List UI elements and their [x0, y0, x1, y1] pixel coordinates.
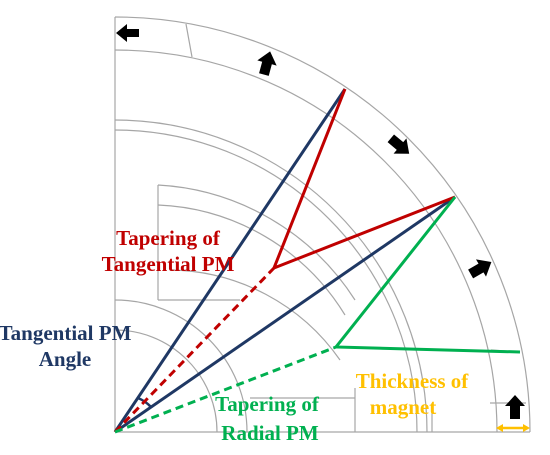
pocket-outer-arc: [157, 184, 356, 301]
shaft-arc: [114, 329, 218, 433]
label-tapering-radial-1: Tapering of: [215, 392, 320, 416]
angle-line-lower: [114, 195, 456, 434]
radial-pm-dashed-axis: [114, 345, 337, 434]
magnetization-arrows: [116, 24, 525, 419]
label-tapering-tangential-2: Tangential PM: [102, 252, 235, 276]
motor-geometry: [114, 16, 531, 433]
shaft-arc-2: [114, 299, 248, 433]
arrow-up-right-icon: [257, 51, 277, 76]
arrow-down-right-icon: [387, 134, 410, 154]
rotor-core-outer-arc: [114, 119, 428, 433]
radial-pm-outline: [332, 196, 521, 354]
arrow-up-icon: [505, 395, 525, 419]
label-thickness-2: magnet: [370, 395, 437, 419]
label-tangential-angle-1: Tangential PM: [0, 321, 132, 345]
double-arrow-icon: [496, 424, 530, 432]
tangential-pm-outline: [271, 88, 456, 271]
pocket-inner-arc: [157, 204, 346, 316]
label-tangential-angle-2: Angle: [39, 347, 92, 371]
label-tapering-radial-2: Radial PM: [221, 421, 319, 445]
arrow-left-icon: [116, 24, 139, 42]
radial-pm-taper: [114, 196, 521, 434]
arrow-up-right-icon: [468, 259, 492, 279]
label-tapering-tangential-1: Tapering of: [116, 226, 221, 250]
pole-divider-1: [185, 23, 193, 58]
pm-ring-inner-arc: [114, 49, 498, 433]
tangential-pm-taper: [113, 88, 456, 434]
outer-rotor-arc: [114, 16, 531, 433]
rotor-core-inner-arc: [114, 129, 418, 433]
inner-arc-small: [169, 269, 341, 361]
label-thickness-1: Thickness of: [356, 369, 470, 393]
angle-line-upper: [113, 88, 347, 433]
